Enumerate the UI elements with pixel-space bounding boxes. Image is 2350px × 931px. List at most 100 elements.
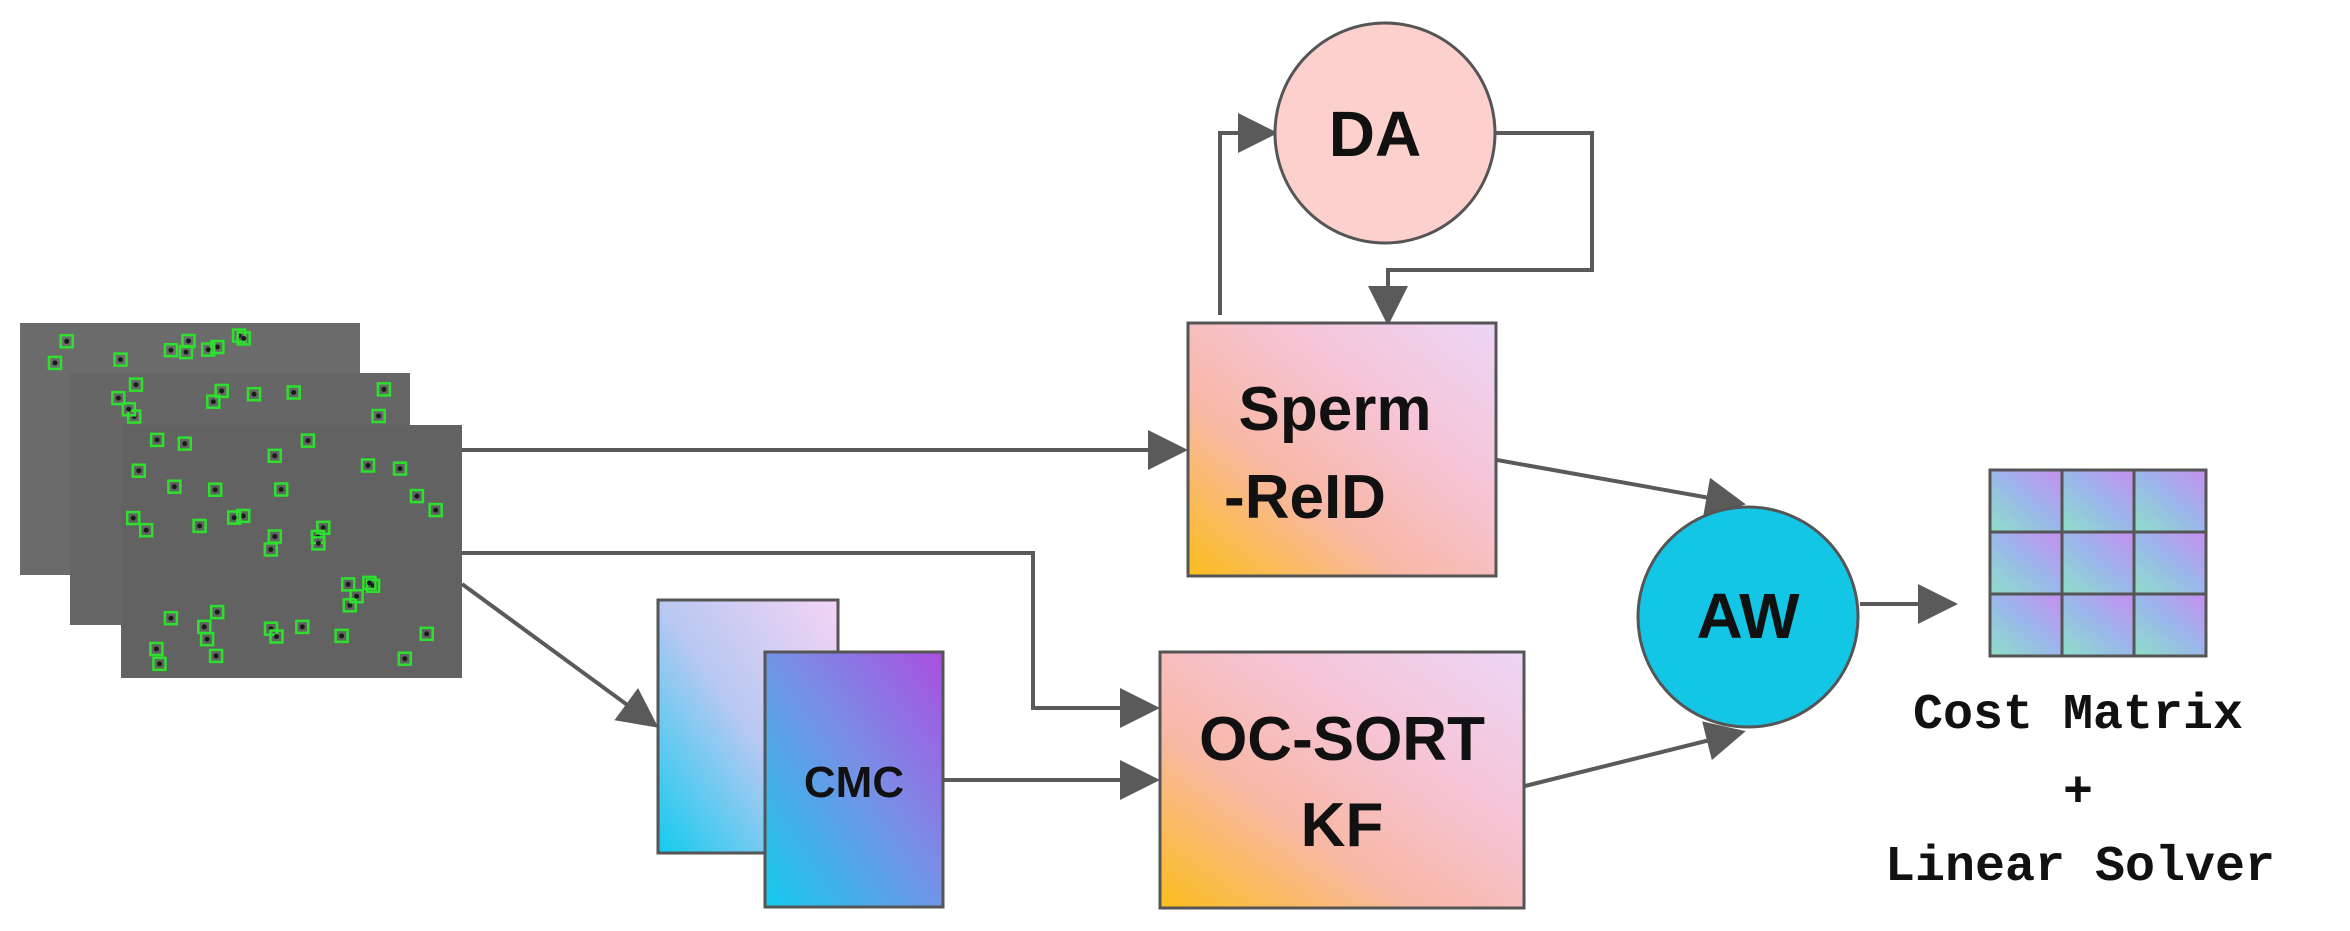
sperm-cell-dot [118,357,123,363]
ocsort-kf-label-line2: KF [1301,791,1384,860]
sperm-cell-dot [210,399,216,405]
cost-matrix-cell [1988,592,2064,658]
detection-box [226,510,242,525]
detection-box [295,619,310,635]
detection-box [371,408,386,424]
arrow-ocsort-to-aw [1524,721,1746,788]
sperm-cell-dot [272,534,278,539]
arrow-frames-to-cmc [460,582,659,728]
sperm-cell-dot [272,453,278,459]
sperm-cell-dot [315,540,321,546]
sperm-cell-dot [424,631,430,637]
detection-box [208,648,224,664]
detection-box [163,610,179,626]
detection-box [267,448,282,464]
detection-box [209,604,225,620]
sperm-cell-dot [197,523,203,529]
microscopy-frame-front [121,425,462,678]
ocsort-kf-label-line1: OC-SORT [1199,705,1485,774]
cmc-box-front [763,650,945,909]
sperm-cell-dot [133,382,139,388]
detection-box [149,641,164,657]
detection-box [214,383,229,399]
detection-box [365,578,381,594]
detection-box [236,331,251,346]
ocsort-kf-node: OC-SORT KF [1158,650,1526,910]
sperm-cell-dot [204,636,210,642]
sperm-cell-dot [136,468,142,474]
sperm-cell-dot [183,349,189,355]
detection-box [167,479,182,494]
sperm-cell-dot [231,515,237,521]
sperm-cell-dot [126,406,132,412]
sperm-cell-dot [251,391,257,397]
detection-box [111,390,126,406]
sperm-cell-dot [171,484,177,490]
detection-box [125,510,141,526]
detection-box [419,626,434,642]
detection-box [210,339,225,355]
sperm-cell-dot [115,395,121,401]
detection-box [235,508,251,524]
detection-box [246,386,262,402]
sperm-cell-dot [157,661,162,667]
sperm-cell-dot [241,335,247,341]
detection-box [128,377,144,392]
sperm-cell-dot [291,390,297,395]
da-label: DA [1329,98,1421,170]
arrow-frames-to-ocsort [462,551,1160,728]
sperm-reid-label-line1: Sperm [1239,375,1432,444]
cost-matrix-cell [2060,592,2136,658]
detection-box [206,394,221,409]
detection-box [360,458,376,473]
sperm-cell-dot [212,487,218,493]
detection-box [349,588,364,604]
detection-box [362,575,377,591]
aw-circle [1636,505,1860,729]
sperm-cell-dot [153,646,159,652]
detection-box [340,577,356,592]
sperm-cell-dot [339,633,345,639]
cost-matrix-grid [1988,468,2208,658]
detection-box [177,436,193,451]
detection-box [207,482,223,497]
sperm-cell-dot [299,624,305,630]
sperm-cell-dot [205,347,211,353]
cmc-label: CMC [804,758,904,807]
ocsort-kf-box [1158,650,1526,910]
detection-box [231,328,247,343]
sperm-cell-dot [402,656,408,662]
detection-box [200,342,216,357]
sperm-cell-dot [414,493,420,499]
sperm-cell-dot [214,609,220,615]
da-node: DA [1273,21,1497,245]
detection-box [286,385,301,400]
sperm-cell-dot [240,513,246,519]
cmc-node: CMC [656,598,945,909]
arrow-reid-to-da [1218,113,1278,315]
detection-box [192,518,207,534]
sperm-reid-label-line2: -ReID [1224,463,1386,532]
sperm-cell-dot [214,344,220,350]
detection-box [181,333,196,349]
sperm-cell-dot [376,413,382,419]
cost-matrix-cell [2132,592,2208,658]
detection-box [267,529,283,544]
sperm-reid-box [1186,321,1498,578]
sperm-cell-dot [397,466,403,472]
detection-box [397,651,413,666]
sperm-cell-dot [201,624,207,630]
detection-box [163,342,179,358]
detection-box [300,433,316,448]
aw-label: AW [1696,580,1800,652]
detection-box [409,488,425,504]
sperm-cell-dot [274,634,279,639]
sperm-cell-dot [366,580,372,586]
detection-box [152,656,167,672]
sperm-cell-dot [213,653,219,659]
arrow-da-to-reid [1368,131,1594,326]
detection-box [376,382,392,397]
sperm-cell-dot [381,386,387,392]
connections [460,113,1958,800]
